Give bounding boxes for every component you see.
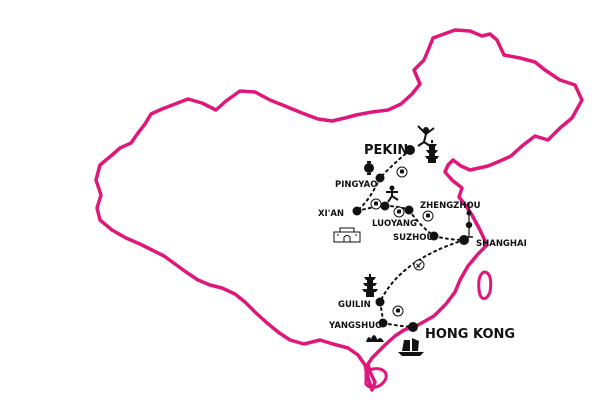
shaolin-fighter-icon — [386, 185, 399, 203]
label-luoyang: LUOYANG — [372, 219, 417, 229]
lantern-icon — [364, 161, 374, 175]
karst-mountains-icon — [366, 335, 384, 342]
train-icon-zhengzhou-suzhou — [422, 210, 434, 222]
stop-zhengzhou[interactable] — [404, 205, 414, 215]
label-pingyao: PINGYAO — [335, 180, 377, 190]
china-border — [94, 28, 584, 392]
stop-pingyao[interactable] — [375, 173, 385, 183]
train-icon-pekin-pingyao — [396, 166, 408, 178]
oriental-pearl-tower-icon — [465, 203, 473, 238]
stop-xian[interactable] — [352, 206, 362, 216]
junk-boat-icon — [398, 338, 424, 356]
label-xian: XI'AN — [318, 209, 344, 219]
city-stops — [352, 145, 469, 332]
stop-hongkong[interactable] — [408, 322, 418, 332]
stop-luoyang[interactable] — [380, 201, 390, 211]
train-icon-luoyang-zhengzhou — [393, 206, 405, 218]
taiwan-island — [477, 270, 493, 300]
flight-icon — [413, 259, 425, 271]
label-suzhou: SUZHOU — [393, 233, 434, 243]
stop-pekin[interactable] — [405, 145, 415, 155]
label-shanghai: SHANGHAI — [476, 239, 527, 249]
label-zhengzhou: ZHENGZHOU — [420, 201, 481, 211]
train-icon-yangshuo-hongkong — [392, 305, 404, 317]
city-labels: PEKIN PINGYAO XI'AN LUOYANG ZHENGZHOU SU… — [318, 143, 527, 342]
stop-guilin[interactable] — [375, 297, 385, 307]
guilin-pagoda-icon — [362, 274, 378, 297]
label-guilin: GUILIN — [338, 300, 371, 310]
label-hongkong: HONG KONG — [425, 327, 515, 342]
stop-suzhou[interactable] — [429, 231, 439, 241]
kungfu-figure-icon — [417, 125, 435, 147]
pagoda-icon — [425, 140, 439, 163]
hainan-island — [364, 367, 388, 389]
city-wall-gate-icon — [333, 227, 361, 243]
stop-yangshuo[interactable] — [378, 318, 388, 328]
label-pekin: PEKIN — [364, 143, 408, 158]
train-icon-xian-luoyang — [370, 198, 382, 210]
label-yangshuo: YANGSHUO — [328, 321, 382, 331]
